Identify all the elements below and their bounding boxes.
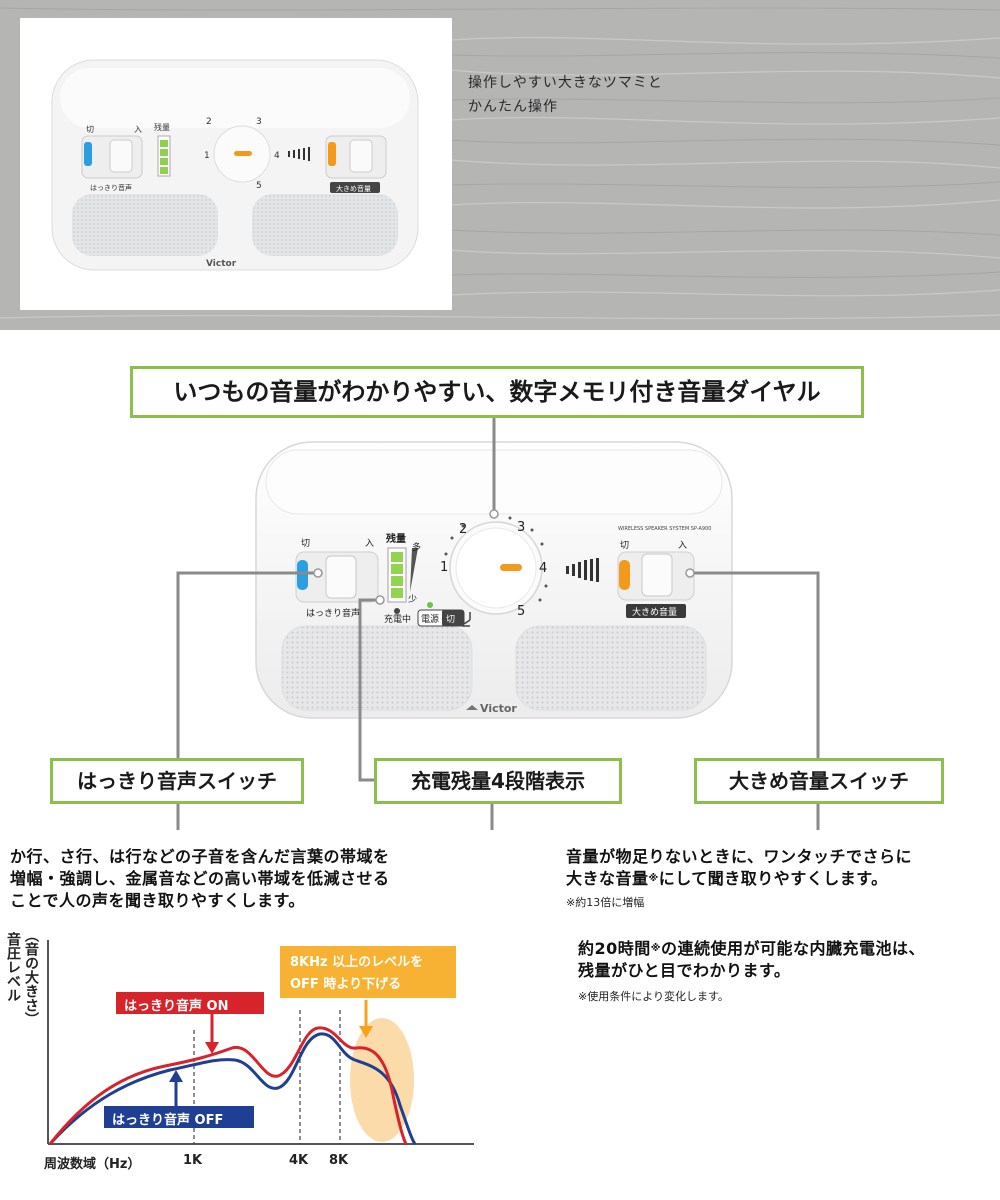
loud-switch-on-label: 入 xyxy=(678,541,688,551)
loud-volume-note: ※約13倍に増幅 xyxy=(566,896,645,909)
loud-volume-description: 音量が物足りないときに、ワンタッチでさらに 大きな音量※にして聞き取りやすくしま… xyxy=(566,846,912,890)
loud-volume-desc-line1: 音量が物足りないときに、ワンタッチでさらに xyxy=(566,847,913,866)
loud-volume-desc-tail: にして聞き取りやすくします。 xyxy=(658,869,888,888)
loud-switch-off-label: 切 xyxy=(620,541,630,551)
loud-volume-note-mark: ※ xyxy=(648,873,659,884)
dial-number-2: 2 xyxy=(459,522,468,537)
frequency-response-chart xyxy=(47,940,474,1146)
callout-battery: 充電残量4段階表示 xyxy=(374,758,622,804)
battery-desc-line2: 残量がひと目でわかります。 xyxy=(578,961,791,980)
loud-volume-desc-line2: 大きな音量 xyxy=(566,869,649,888)
device-diagram xyxy=(176,418,820,830)
chart-ylabel-sub: （音の大きさ） xyxy=(23,928,39,1026)
high-band-highlight xyxy=(350,1018,414,1142)
power-off-label: 切 xyxy=(446,615,456,625)
charging-label: 充電中 xyxy=(384,615,412,625)
callout-clear-voice: はっきり音声スイッチ xyxy=(50,758,304,804)
wood-texture xyxy=(0,7,1000,320)
on-arrow xyxy=(205,1042,219,1054)
note-box xyxy=(280,946,456,998)
product-photo-small: 切 入 はっきり音声 残量 2 3 1 4 5 大きめ音量 Victor xyxy=(20,18,452,310)
power-led xyxy=(427,602,433,608)
chart-note-line2: OFF 時より下げる xyxy=(290,977,402,992)
note-arrow xyxy=(359,1026,373,1038)
off-arrow xyxy=(169,1070,183,1082)
clear-voice-blue-indicator xyxy=(297,560,308,590)
battery-less-label: 少 xyxy=(408,595,418,605)
svg-text:3: 3 xyxy=(256,117,262,127)
charging-led xyxy=(394,608,400,614)
dial-number-5: 5 xyxy=(517,604,526,619)
dial-number-1: 1 xyxy=(440,560,449,575)
callout-loud-volume: 大きめ音量スイッチ xyxy=(694,758,944,804)
battery-device-label: 残量 xyxy=(386,534,406,545)
svg-text:4: 4 xyxy=(274,151,280,161)
svg-text:切: 切 xyxy=(86,125,94,134)
chart-note-line1: 8KHz 以上のレベルを xyxy=(290,955,424,970)
chart-tick-4k: 4K xyxy=(289,1153,309,1168)
chart-tick-1k: 1K xyxy=(183,1153,203,1168)
clear-voice-switch-on-label: 入 xyxy=(365,539,375,549)
connector-lines xyxy=(176,418,820,830)
clear-voice-desc-line1: か行、さ行、は行などの子音を含んだ言葉の帯域を xyxy=(10,847,390,866)
loud-volume-orange-indicator xyxy=(619,560,630,590)
clear-voice-description: か行、さ行、は行などの子音を含んだ言葉の帯域を 増幅・強調し、金属音などの高い帯… xyxy=(10,846,390,912)
battery-desc-rest: の連続使用が可能な内臓充電池は、 xyxy=(661,939,926,958)
right-speaker-grille xyxy=(515,625,707,711)
dial-number-4: 4 xyxy=(539,561,548,576)
left-speaker-grille xyxy=(281,625,473,711)
svg-text:残量: 残量 xyxy=(154,122,170,132)
chart-off-label: はっきり音声 OFF xyxy=(112,1113,224,1128)
power-label: 電源 xyxy=(421,615,440,625)
battery-note: ※使用条件により変化します。 xyxy=(578,990,729,1003)
battery-description: 約20時間※の連続使用が可能な内臓充電池は、 残量がひと目でわかります。 xyxy=(578,938,925,982)
svg-text:2: 2 xyxy=(206,117,212,127)
clear-voice-device-label: はっきり音声 xyxy=(306,609,361,619)
model-text: WIRELESS SPEAKER SYSTEM SP-A900 xyxy=(618,526,712,532)
loud-volume-device-label: 大きめ音量 xyxy=(632,608,678,618)
battery-desc-prefix: 約20時間 xyxy=(578,939,651,958)
svg-text:はっきり音声: はっきり音声 xyxy=(90,183,132,192)
battery-more-label: 多 xyxy=(412,543,422,553)
dial-number-3: 3 xyxy=(517,520,526,535)
svg-text:1: 1 xyxy=(204,151,210,161)
svg-text:Victor: Victor xyxy=(206,259,237,269)
clear-voice-desc-line3: ことで人の声を聞き取りやすくします。 xyxy=(10,891,305,910)
off-label-box xyxy=(104,1106,254,1128)
chart-on-label: はっきり音声 ON xyxy=(124,999,229,1014)
svg-text:入: 入 xyxy=(134,125,142,134)
clear-voice-switch-off-label: 切 xyxy=(301,539,311,549)
clear-voice-desc-line2: 増幅・強調し、金属音などの高い帯域を低減させる xyxy=(10,869,390,888)
banner-text-line2: かんたん操作 xyxy=(468,99,558,115)
svg-text:大きめ音量: 大きめ音量 xyxy=(336,184,371,193)
chart-xlabel: 周波数域（Hz） xyxy=(44,1157,141,1172)
chart-tick-8k: 8K xyxy=(329,1153,349,1168)
brand-logo: Victor xyxy=(480,702,517,715)
banner-text-line1: 操作しやすい大きなツマミと xyxy=(468,75,663,91)
callout-volume-dial: いつもの音量がわかりやすい、数字メモリ付き音量ダイヤル xyxy=(130,366,864,418)
top-banner: 切 入 はっきり音声 残量 2 3 1 4 5 大きめ音量 Victor 操作し… xyxy=(0,0,1000,330)
on-label-box xyxy=(116,992,264,1014)
battery-note-mark: ※ xyxy=(650,943,662,954)
dial-orange-marker xyxy=(500,564,522,571)
clear-voice-on-curve xyxy=(48,1026,408,1145)
svg-text:5: 5 xyxy=(256,181,262,191)
chart-ylabel-main: 音圧レベル xyxy=(5,932,21,1002)
